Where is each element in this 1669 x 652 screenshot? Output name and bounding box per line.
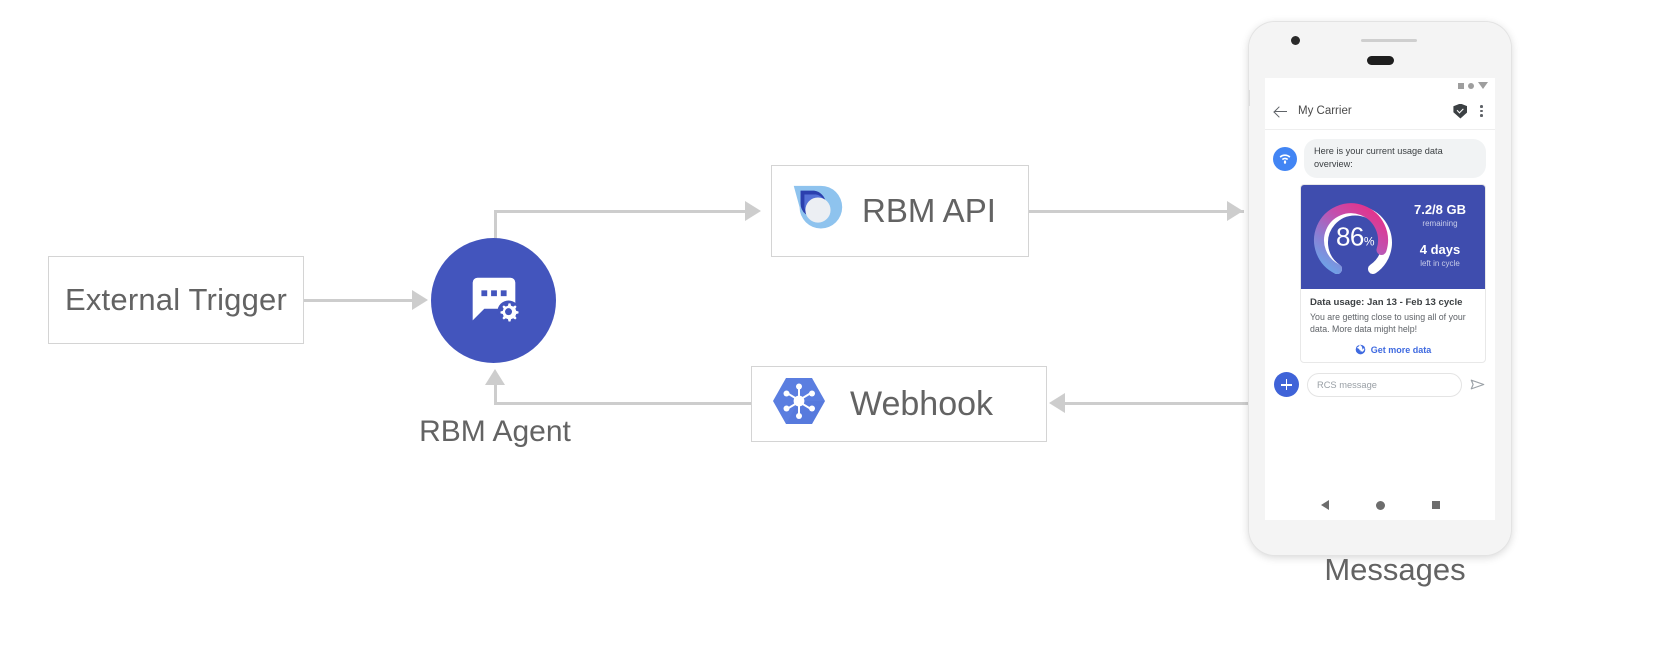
battery-triangle-icon <box>1478 82 1488 89</box>
get-more-data-button[interactable]: Get more data <box>1310 344 1476 355</box>
back-arrow-icon[interactable] <box>1274 104 1288 118</box>
rich-card[interactable]: 86% 7.2/8 GB remaining 4 days left in cy… <box>1300 183 1486 364</box>
rbm-api-label: RBM API <box>862 192 996 229</box>
connector-agent-to-api <box>494 210 746 213</box>
webhook-node[interactable]: Webhook <box>751 366 1047 442</box>
rbm-api-node[interactable]: RBM API <box>771 165 1029 257</box>
rich-card-body: Data usage: Jan 13 - Feb 13 cycle You ar… <box>1301 289 1485 363</box>
phone-bottom-bezel <box>1249 520 1511 555</box>
stat-days-left-caption: left in cycle <box>1420 259 1460 269</box>
connector-trigger-to-agent <box>304 299 414 302</box>
add-attachment-button[interactable] <box>1274 372 1299 398</box>
verified-shield-icon <box>1453 103 1468 119</box>
globe-icon <box>1355 344 1366 355</box>
usage-gauge: 86% <box>1311 193 1399 281</box>
agent-chat-gear-icon <box>472 277 520 323</box>
phone-sensor-line <box>1361 39 1417 42</box>
connector-webhook-up <box>494 385 497 403</box>
incoming-message-row: Here is your current usage data overview… <box>1265 139 1495 178</box>
phone-camera-icon <box>1291 36 1300 45</box>
stat-days-left-value: 4 days <box>1419 242 1461 258</box>
rbm-agent-node[interactable] <box>431 238 556 363</box>
connector-agent-up <box>494 210 497 260</box>
app-bar: My Carrier <box>1265 93 1495 130</box>
overflow-menu-icon[interactable] <box>1477 103 1486 119</box>
stat-data-remaining-value: 7.2/8 GB <box>1413 202 1467 218</box>
rich-card-title: Data usage: Jan 13 - Feb 13 cycle <box>1310 296 1463 308</box>
rbm-agent-label: RBM Agent <box>419 415 571 448</box>
arrowhead-agent-to-api <box>745 201 761 221</box>
gauge-number: 86 <box>1335 221 1364 252</box>
arrowhead-api-to-phone <box>1227 201 1243 221</box>
send-icon[interactable] <box>1470 378 1485 391</box>
connector-api-to-phone <box>1029 210 1244 213</box>
nav-back-icon[interactable] <box>1320 500 1329 510</box>
rcs-message-input[interactable]: RCS message <box>1307 372 1462 397</box>
get-more-data-label: Get more data <box>1370 344 1432 355</box>
stat-data-remaining-caption: remaining <box>1422 219 1458 229</box>
arrowhead-phone-to-webhook <box>1049 393 1065 413</box>
rbm-api-logo-icon <box>793 185 843 229</box>
gauge-value-text: 86% <box>1311 221 1399 252</box>
nav-home-icon[interactable] <box>1375 500 1385 510</box>
wifi-dot-icon <box>1468 82 1474 89</box>
conversation-title: My Carrier <box>1298 105 1352 117</box>
usage-stats: 7.2/8 GB remaining 4 days left in cycle <box>1399 202 1479 270</box>
carrier-wifi-avatar-icon <box>1273 147 1297 171</box>
status-bar <box>1265 78 1495 93</box>
arrowhead-trigger-to-agent <box>412 290 428 310</box>
android-nav-bar <box>1265 490 1495 520</box>
external-trigger-node[interactable]: External Trigger <box>48 256 304 344</box>
phone-device: My Carrier Here is your current usa <box>1249 22 1511 555</box>
message-composer: RCS message <box>1265 363 1495 398</box>
arrowhead-webhook-to-agent <box>485 369 505 385</box>
webhook-label: Webhook <box>850 384 994 423</box>
signal-square-icon <box>1458 82 1464 89</box>
message-bubble: Here is your current usage data overview… <box>1304 139 1486 178</box>
phone-side-button[interactable] <box>1249 90 1250 106</box>
connector-phone-to-webhook <box>1065 402 1260 405</box>
rich-card-description: You are getting close to using all of yo… <box>1310 311 1466 335</box>
gauge-percent-symbol: % <box>1363 234 1375 249</box>
webhook-hexagon-icon <box>773 378 825 424</box>
rcs-message-placeholder: RCS message <box>1317 379 1377 390</box>
messages-label: Messages <box>1324 552 1466 587</box>
nav-recents-icon[interactable] <box>1431 501 1440 509</box>
connector-webhook-to-agent <box>494 402 752 405</box>
external-trigger-label: External Trigger <box>64 282 288 317</box>
phone-screen: My Carrier Here is your current usa <box>1265 78 1495 520</box>
rich-card-hero: 86% 7.2/8 GB remaining 4 days left in cy… <box>1301 184 1485 289</box>
phone-speaker-icon <box>1367 56 1394 65</box>
phone-top-bezel <box>1249 22 1511 106</box>
conversation-thread: Here is your current usage data overview… <box>1265 130 1495 398</box>
